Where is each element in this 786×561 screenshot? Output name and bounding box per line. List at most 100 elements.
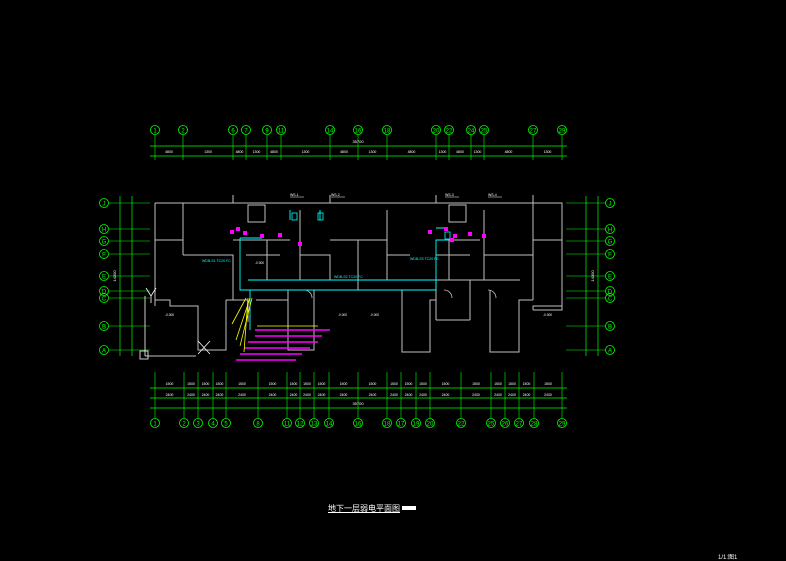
top-axis-bubble-label: 1 bbox=[153, 128, 157, 134]
bottom-dim-segment: 2400 bbox=[419, 393, 427, 397]
right-axis-bubble bbox=[605, 198, 615, 208]
bottom-dim-segment: 2400 bbox=[340, 393, 348, 397]
conduit-run bbox=[239, 238, 448, 291]
bottom-axis-bubble-label: 2 bbox=[182, 421, 186, 427]
right-axis-bubble-label: B bbox=[608, 324, 612, 330]
top-dim-segment: 4800 bbox=[236, 150, 244, 154]
top-axis-bubble bbox=[276, 125, 286, 135]
bottom-dim-total: 35700 bbox=[352, 401, 364, 406]
bottom-axis-bubble-label: 5 bbox=[224, 421, 228, 427]
right-axis-bubble-label: D bbox=[608, 289, 613, 295]
wall-segment bbox=[357, 210, 410, 290]
wall-segment bbox=[247, 204, 467, 223]
top-axis-bubble-label: 25 bbox=[481, 128, 488, 134]
top-axis-bubble-label: 6 bbox=[231, 128, 235, 134]
top-axis-bubble bbox=[353, 125, 363, 135]
sheet-corner-text: 1/1:图1 bbox=[718, 555, 738, 561]
device-leader bbox=[243, 297, 249, 353]
right-axis-bubble bbox=[605, 321, 615, 331]
outlet-device bbox=[444, 227, 448, 231]
bottom-axis-bubble bbox=[557, 418, 567, 428]
wall-segment bbox=[154, 203, 227, 351]
bottom-dim-segment: 1500 bbox=[318, 382, 326, 386]
bottom-axis-bubble bbox=[295, 418, 305, 428]
bottom-dim-segment: 1500 bbox=[216, 382, 224, 386]
top-axis-bubble bbox=[228, 125, 238, 135]
door-swing bbox=[487, 289, 497, 299]
bottom-dim-segment: 2400 bbox=[369, 393, 377, 397]
top-axis-bubble-label: 9 bbox=[265, 128, 269, 134]
left-axis-bubble-label: F bbox=[102, 252, 106, 258]
top-dim-segment: 1300 bbox=[439, 150, 447, 154]
bottom-dim-segment: 2400 bbox=[390, 393, 398, 397]
bottom-dim-segment: 2400 bbox=[472, 393, 480, 397]
bottom-dim-segment: 1500 bbox=[303, 382, 311, 386]
right-axis-bubble-label: E bbox=[608, 274, 612, 280]
wall-segment bbox=[532, 305, 562, 310]
outlet-device bbox=[260, 234, 264, 238]
top-axis-bubble bbox=[262, 125, 272, 135]
left-axis-bubble-label: D bbox=[102, 289, 107, 295]
top-axis-bubble-label: 11 bbox=[278, 128, 285, 134]
bottom-axis-bubble bbox=[193, 418, 203, 428]
bottom-axis-bubble-label: 20 bbox=[427, 421, 434, 427]
bottom-axis-bubble-label: 16 bbox=[355, 421, 362, 427]
wall-segment bbox=[248, 279, 520, 320]
bottom-axis-bubble-label: 11 bbox=[284, 421, 291, 427]
bottom-dim-segment: 1500 bbox=[238, 382, 246, 386]
riser-label: WS-2 bbox=[331, 193, 340, 197]
outlet-device bbox=[428, 230, 432, 234]
right-axis-bubble-label: J bbox=[609, 201, 612, 207]
left-axis-bubble-label: C bbox=[102, 296, 107, 302]
left-axis-bubble bbox=[99, 293, 109, 303]
top-axis-bubble-label: 20 bbox=[433, 128, 440, 134]
right-axis-bubble bbox=[605, 293, 615, 303]
wall-segment bbox=[299, 210, 388, 280]
bottom-axis-bubble bbox=[221, 418, 231, 428]
top-axis-bubble-label: 7 bbox=[244, 128, 248, 134]
bottom-axis-bubble-label: 26 bbox=[502, 421, 509, 427]
bottom-dim-segment: 1500 bbox=[369, 382, 377, 386]
bottom-axis-bubble-label: 19 bbox=[413, 421, 420, 427]
top-axis-bubble bbox=[557, 125, 567, 135]
bottom-axis-bubble bbox=[253, 418, 263, 428]
bottom-axis-bubble bbox=[514, 418, 524, 428]
top-axis-bubble-label: 2 bbox=[181, 128, 185, 134]
bottom-dim-segment: 1500 bbox=[269, 382, 277, 386]
top-dim-segment: 4800 bbox=[270, 150, 278, 154]
bottom-dim-segment: 1500 bbox=[442, 382, 450, 386]
wall-segment bbox=[401, 290, 533, 353]
left-axis-bubble-label: G bbox=[102, 239, 107, 245]
top-dim-segment: 1300 bbox=[474, 150, 482, 154]
top-axis-bubble bbox=[382, 125, 392, 135]
right-axis-bubble bbox=[605, 345, 615, 355]
top-dim-segment: 4800 bbox=[340, 150, 348, 154]
ucs-icon-origin bbox=[139, 350, 149, 360]
bottom-axis-bubble-label: 4 bbox=[211, 421, 215, 427]
room-level-tag: -0.000 bbox=[543, 313, 552, 317]
left-axis-bubble-label: E bbox=[102, 274, 106, 280]
junction-box bbox=[444, 231, 451, 240]
right-axis-bubble bbox=[605, 249, 615, 259]
top-dim-total: 35700 bbox=[352, 139, 364, 144]
left-axis-bubble bbox=[99, 249, 109, 259]
bottom-dim-segment: 1500 bbox=[523, 382, 531, 386]
bottom-axis-bubble-label: 13 bbox=[311, 421, 318, 427]
outlet-device bbox=[243, 231, 247, 235]
top-axis-bubble-label: 22 bbox=[446, 128, 453, 134]
left-axis-bubble-label: H bbox=[102, 227, 106, 233]
riser-label: WS-1 bbox=[290, 193, 299, 197]
right-axis-bubble-label: F bbox=[608, 252, 612, 258]
bottom-axis-bubble-label: 18 bbox=[384, 421, 391, 427]
left-axis-bubble bbox=[99, 286, 109, 296]
bottom-dim-segment: 2400 bbox=[238, 393, 246, 397]
top-dim-segment: 1300 bbox=[204, 150, 212, 154]
right-axis-bubble-label: H bbox=[608, 227, 612, 233]
bottom-dim-segment: 1500 bbox=[494, 382, 502, 386]
bottom-axis-bubble-label: 8 bbox=[256, 421, 260, 427]
junction-box bbox=[291, 212, 298, 221]
bottom-axis-bubble-label: 22 bbox=[458, 421, 465, 427]
bottom-axis-bubble bbox=[456, 418, 466, 428]
top-dim-segment: 1300 bbox=[302, 150, 310, 154]
